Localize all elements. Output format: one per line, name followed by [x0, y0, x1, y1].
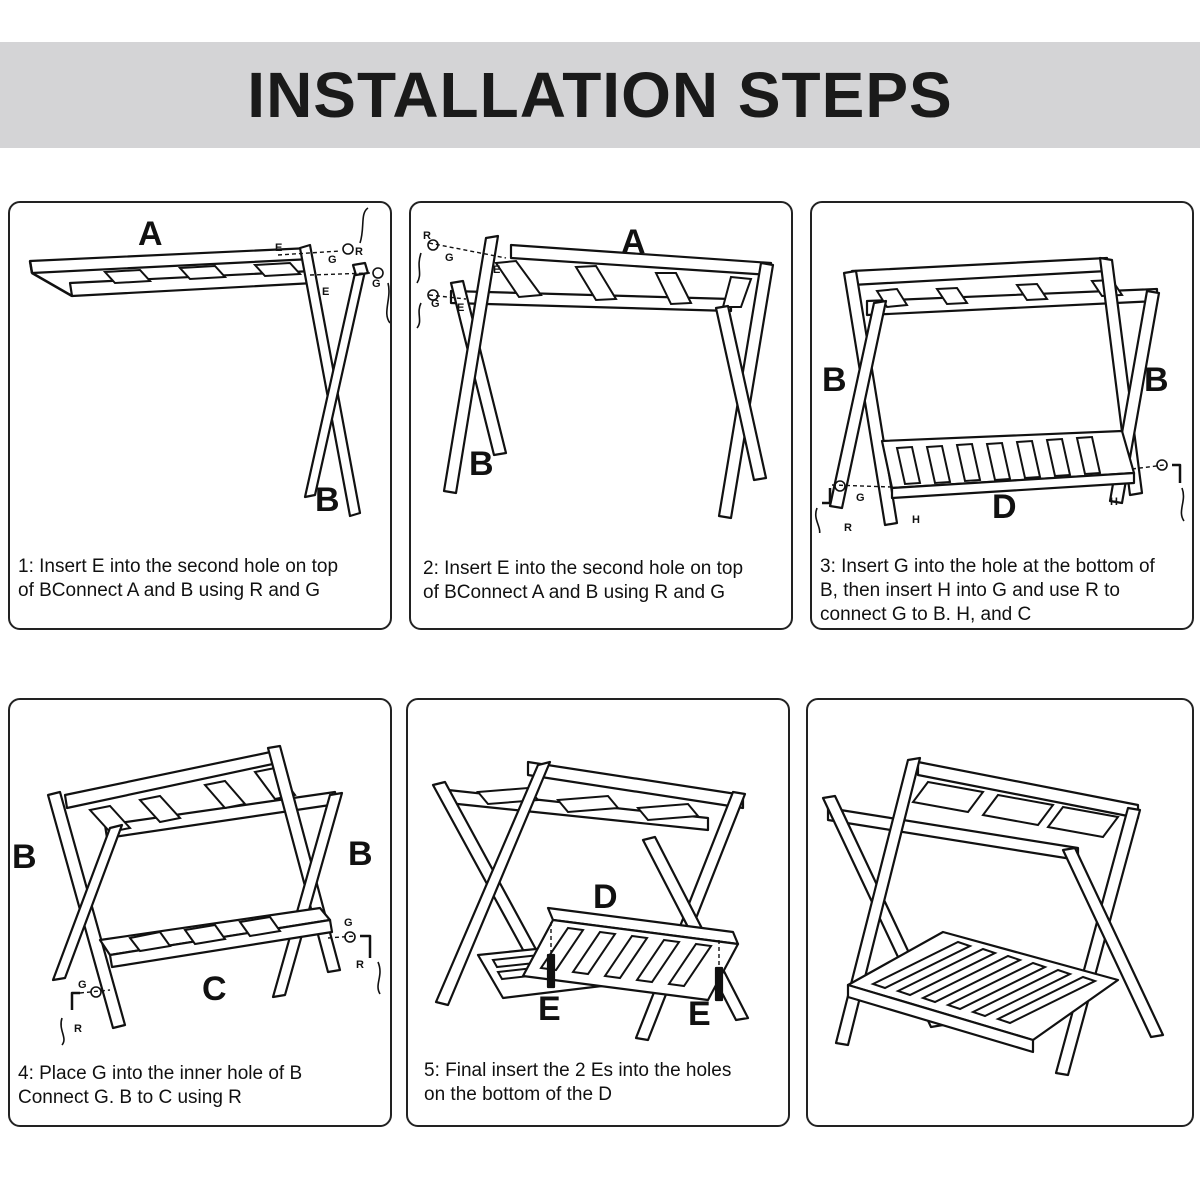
step-1-caption-line-1: 1: Insert E into the second hole on top — [18, 556, 339, 577]
label-g-right: G — [344, 917, 353, 929]
step-5-diagram: D E E — [431, 760, 750, 1042]
title-banner — [0, 42, 1200, 148]
label-r-left: R — [74, 1023, 82, 1035]
label-h-right: H — [1110, 496, 1118, 508]
step-4-caption-line-2: Connect G. B to C using R — [18, 1087, 242, 1108]
label-c: C — [202, 970, 227, 1008]
step-2-caption: 2: Insert E into the second hole on top … — [423, 557, 743, 605]
step-1-caption: 1: Insert E into the second hole on top … — [18, 555, 338, 603]
step-3-caption-line-1: 3: Insert G into the hole at the bottom … — [820, 556, 1155, 577]
step-2-diagram: A B R G G E E — [416, 223, 775, 520]
label-e-left: E — [538, 990, 561, 1028]
step-5-caption-line-2: on the bottom of the D — [424, 1084, 613, 1105]
step-5-panel: D E E 5: Final insert the 2 Es into the … — [406, 698, 790, 1127]
label-r-top: R — [423, 230, 431, 242]
label-g-top: G — [445, 252, 454, 264]
label-b: B — [315, 481, 340, 519]
step-1-diagram: A B E E G G R — [28, 207, 390, 519]
step-4-panel: B B C G G R R 4: Place G into the inner … — [8, 698, 392, 1127]
step-3-caption-line-3: connect G to B. H, and C — [820, 604, 1032, 625]
step-3-caption: 3: Insert G into the hole at the bottom … — [820, 555, 1192, 627]
step-5-caption: 5: Final insert the 2 Es into the holes … — [424, 1059, 731, 1107]
label-e-bottom: E — [322, 286, 329, 298]
label-r: R — [355, 246, 363, 258]
label-e-top: E — [275, 242, 282, 254]
page-title: INSTALLATION STEPS — [247, 59, 953, 131]
label-e-bottom: E — [457, 302, 464, 314]
label-d: D — [593, 878, 618, 916]
step-5-caption-line-1: 5: Final insert the 2 Es into the holes — [424, 1060, 732, 1081]
label-e-right: E — [688, 995, 711, 1033]
label-g-top: G — [328, 254, 337, 266]
step-3-panel: B B D G H H R 3: Insert G into the hole … — [810, 201, 1194, 630]
step-4-diagram: B B C G G R R — [12, 744, 381, 1046]
step-2-caption-line-2: of BConnect A and B using R and G — [423, 582, 726, 603]
label-a: A — [621, 223, 646, 261]
label-e-top: E — [493, 264, 500, 276]
label-g: G — [856, 492, 865, 504]
label-d: D — [992, 488, 1017, 526]
step-4-caption: 4: Place G into the inner hole of B Conn… — [18, 1062, 302, 1110]
step-3-caption-line-2: B, then insert H into G and use R to — [820, 580, 1120, 601]
label-g-bottom: G — [431, 298, 440, 310]
label-b-right: B — [1144, 361, 1169, 399]
label-r: R — [844, 522, 852, 533]
label-h-left: H — [912, 514, 920, 526]
step-4-caption-line-1: 4: Place G into the inner hole of B — [18, 1063, 303, 1084]
step-2-panel: A B R G G E E 2: Insert E into the secon… — [409, 201, 793, 630]
label-b-right: B — [348, 835, 373, 873]
label-g-left: G — [78, 979, 87, 991]
label-b: B — [469, 445, 494, 483]
step-6-diagram — [821, 756, 1165, 1077]
step-6-panel — [806, 698, 1194, 1127]
label-g-bottom: G — [372, 278, 381, 290]
step-1-caption-line-2: of BConnect A and B using R and G — [18, 580, 321, 601]
step-1-panel: A B E E G G R 1: Insert E into the secon… — [8, 201, 392, 630]
label-b-left: B — [12, 838, 37, 876]
step-2-caption-line-1: 2: Insert E into the second hole on top — [423, 558, 744, 579]
step-3-diagram: B B D G H H R — [815, 256, 1185, 533]
label-b-left: B — [822, 361, 847, 399]
label-r-right: R — [356, 959, 364, 971]
label-a: A — [138, 215, 163, 253]
